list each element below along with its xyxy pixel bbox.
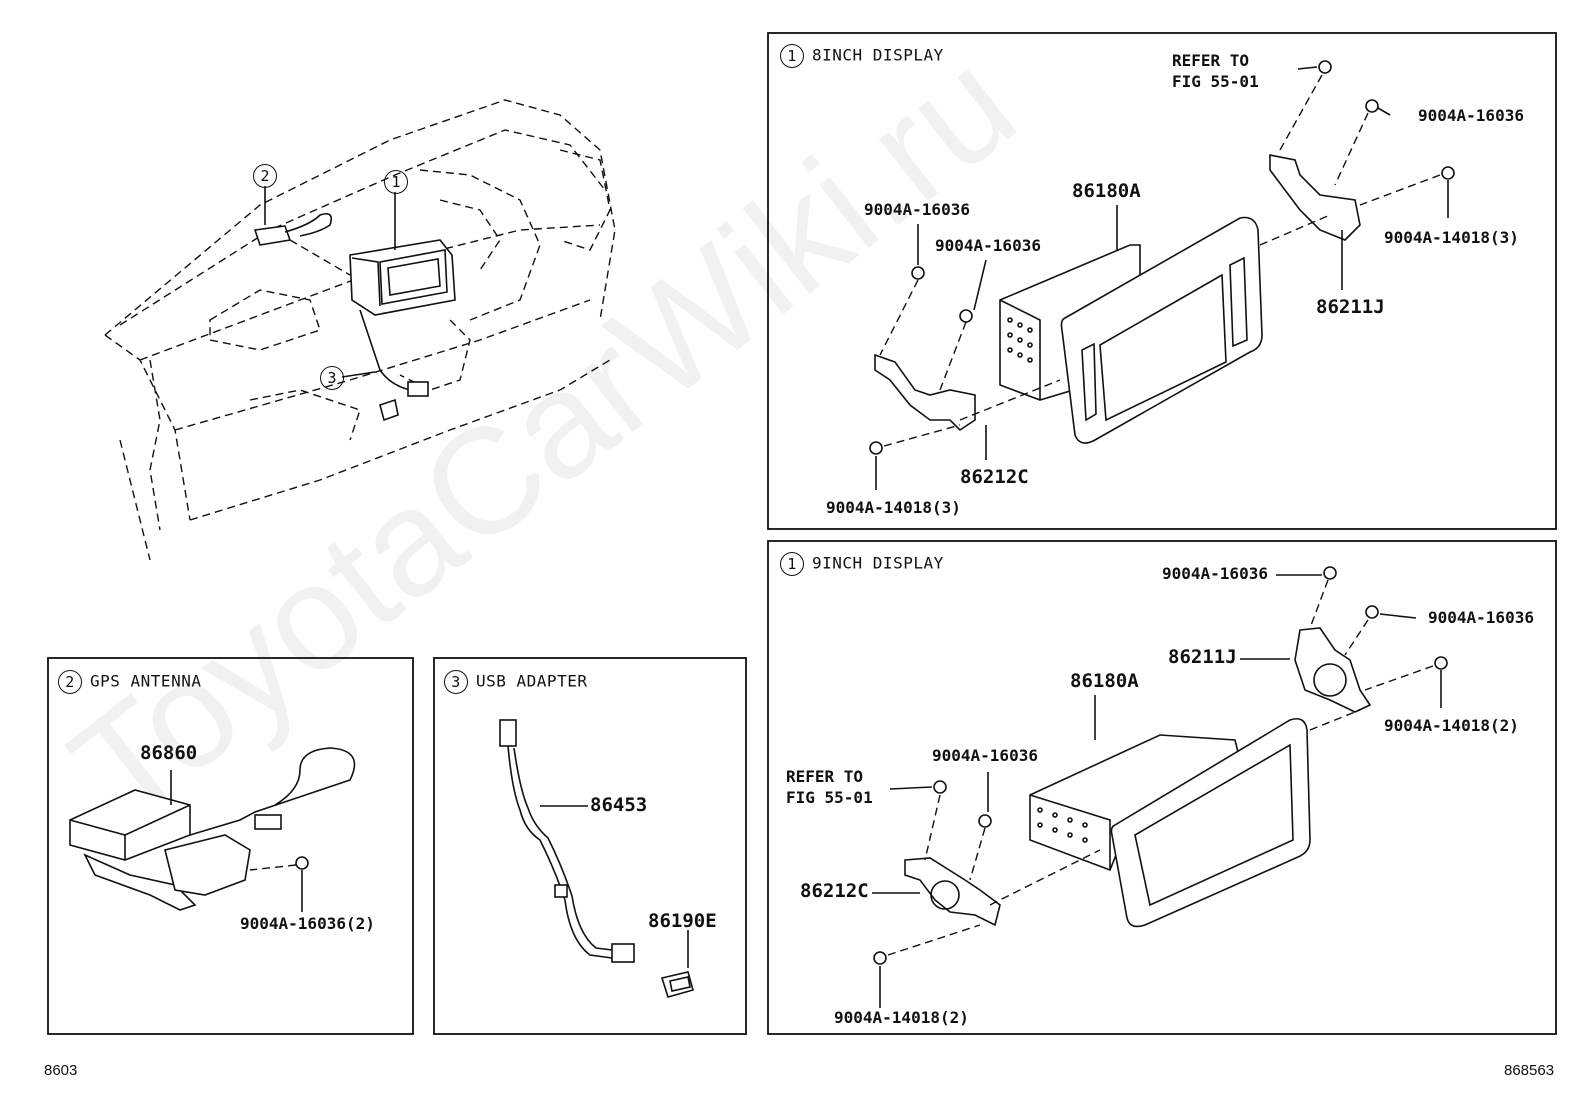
usb-drawing bbox=[499, 719, 694, 998]
part-gps-antenna: 86860 bbox=[140, 742, 198, 764]
part-bracket-left-9: 86212C bbox=[800, 880, 869, 902]
panel-frame-gps bbox=[47, 657, 414, 1035]
footer-left-code: 8603 bbox=[44, 1062, 78, 1079]
part-screw-bottom-8: 9004A-14018(3) bbox=[826, 498, 961, 517]
overview-callout-3: 3 bbox=[320, 366, 352, 390]
display9-drawing bbox=[872, 566, 1448, 1008]
part-screw-bottom-9: 9004A-14018(2) bbox=[834, 1008, 969, 1027]
part-screw-right-9: 9004A-14018(2) bbox=[1384, 716, 1519, 735]
footer-right-code: 868563 bbox=[1504, 1062, 1555, 1079]
part-screw-top-9: 9004A-16036 bbox=[1162, 564, 1268, 583]
part-screw-top-right-8: 9004A-16036 bbox=[1418, 106, 1524, 125]
part-screw-left-a-8: 9004A-16036 bbox=[864, 200, 970, 219]
overview-callout-2: 2 bbox=[253, 164, 285, 188]
part-display-9: 86180A bbox=[1070, 670, 1139, 692]
part-usb-adapter: 86190E bbox=[648, 910, 717, 932]
part-display-8: 86180A bbox=[1072, 180, 1141, 202]
part-gps-screw: 9004A-16036(2) bbox=[240, 914, 375, 933]
part-screw-mid-9: 9004A-16036 bbox=[932, 746, 1038, 765]
part-bracket-left-8: 86212C bbox=[960, 466, 1029, 488]
part-screw-left-b-8: 9004A-16036 bbox=[935, 236, 1041, 255]
part-bracket-right-8: 86211J bbox=[1316, 296, 1385, 318]
panel-frame-8inch bbox=[767, 32, 1557, 530]
panel-frame-9inch bbox=[767, 540, 1557, 1035]
part-bracket-right-9: 86211J bbox=[1168, 646, 1237, 668]
part-screw-right-8: 9004A-14018(3) bbox=[1384, 228, 1519, 247]
gps-drawing bbox=[69, 747, 356, 912]
panel-frame-usb bbox=[433, 657, 747, 1035]
refer-note-8inch: REFER TO FIG 55-01 bbox=[1172, 51, 1259, 91]
display8-drawing bbox=[869, 60, 1455, 490]
dashboard-overview bbox=[104, 99, 616, 561]
refer-note-9inch: REFER TO FIG 55-01 bbox=[786, 767, 873, 807]
part-screw-right-top-9: 9004A-16036 bbox=[1428, 608, 1534, 627]
overview-callout-1: 1 bbox=[384, 170, 416, 194]
part-usb-harness: 86453 bbox=[590, 794, 648, 816]
